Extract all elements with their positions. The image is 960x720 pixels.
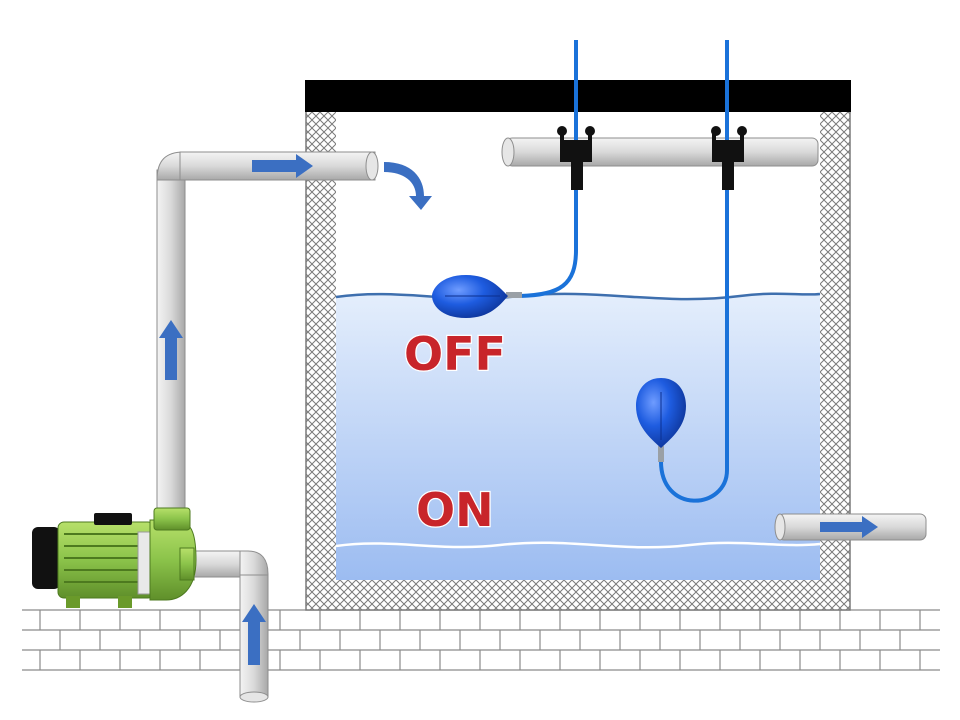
- delivery-flow-arrow-right: [252, 154, 313, 178]
- cable-clamp-icon: [711, 126, 747, 190]
- suction-flow-arrow-up: [242, 604, 266, 665]
- water-surface-off: [335, 292, 821, 301]
- water-body: [336, 293, 820, 580]
- delivery-flow-arrow-up: [159, 320, 183, 380]
- upper-float-cable: [519, 40, 578, 298]
- float-switch-upper: [432, 275, 522, 318]
- cable-clamp-icon: [557, 126, 595, 190]
- suction-pipe-horizontal: [189, 550, 249, 578]
- cable-rail: [505, 137, 819, 167]
- lower-float-cable: [658, 40, 729, 503]
- centrifugal-pump-icon: [32, 507, 197, 608]
- outlet-flow-arrow: [820, 516, 878, 538]
- brick-ground: [22, 609, 940, 671]
- on-level-label: ON: [416, 483, 494, 537]
- float-switch-lower: [636, 378, 686, 462]
- off-level-label: OFF: [404, 327, 506, 381]
- inflow-curved-arrow: [384, 162, 432, 210]
- water-line-on: [335, 541, 821, 549]
